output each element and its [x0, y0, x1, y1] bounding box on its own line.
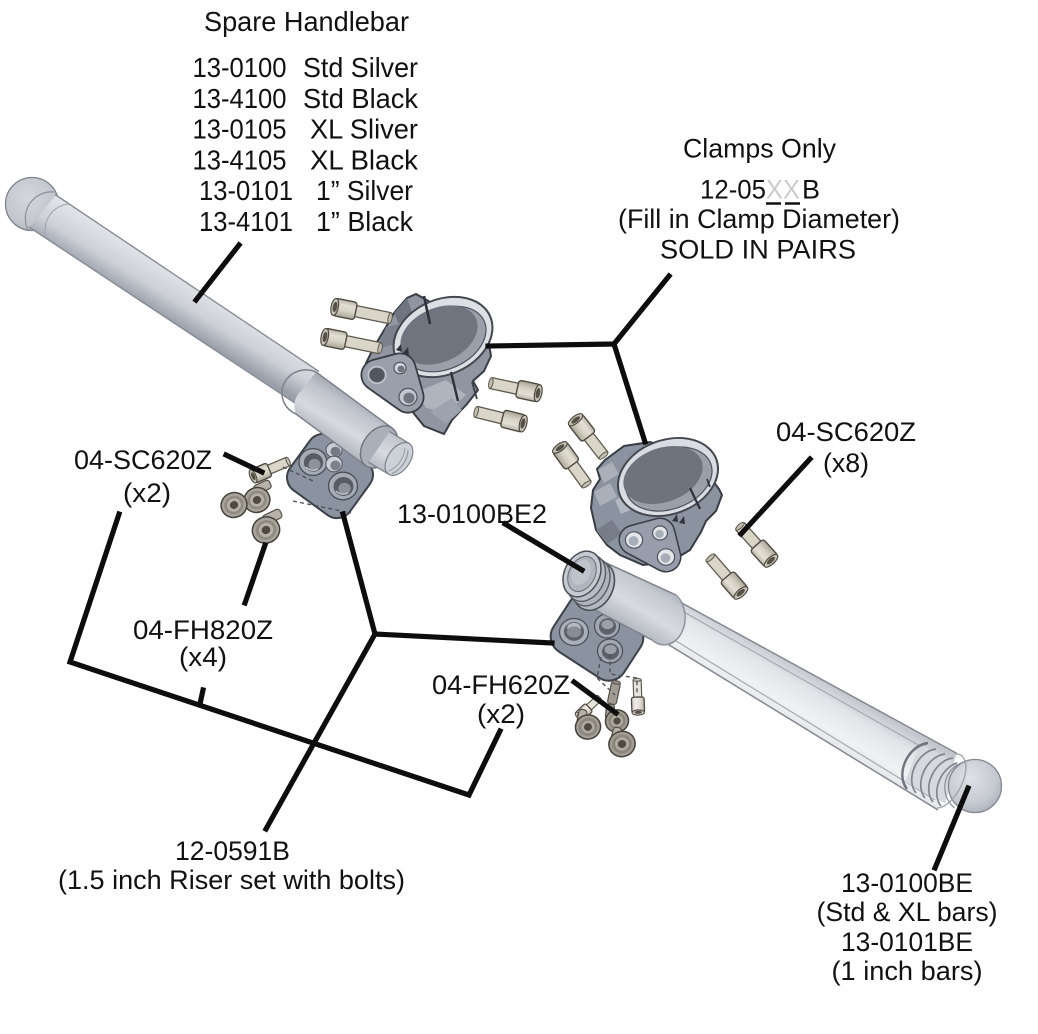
svg-text:(1.5 inch Riser set with bolts: (1.5 inch Riser set with bolts): [58, 865, 405, 895]
svg-text:(x8): (x8): [823, 448, 869, 478]
svg-text:XL Black: XL Black: [310, 144, 419, 175]
svg-text:04-FH620Z: 04-FH620Z: [432, 670, 570, 700]
svg-text:12-0591B: 12-0591B: [175, 836, 290, 866]
svg-text:(x2): (x2): [123, 478, 171, 508]
svg-text:1” Black: 1” Black: [316, 206, 414, 237]
svg-text:(x2): (x2): [477, 699, 525, 729]
svg-text:Std Black: Std Black: [303, 83, 419, 114]
svg-text:13-0100BE: 13-0100BE: [841, 868, 973, 898]
svg-text:04-FH820Z: 04-FH820Z: [133, 615, 273, 645]
svg-text:(Std & XL bars): (Std & XL bars): [817, 897, 998, 927]
svg-text:XL Sliver: XL Sliver: [310, 114, 418, 145]
svg-text:(1 inch bars): (1 inch bars): [832, 956, 983, 986]
svg-text:13-4105: 13-4105: [193, 144, 287, 175]
svg-text:(Fill in Clamp Diameter): (Fill in Clamp Diameter): [618, 204, 900, 234]
svg-text:13-4101: 13-4101: [199, 206, 293, 237]
svg-text:12-05: 12-05: [700, 175, 766, 205]
svg-text:13-0101: 13-0101: [199, 175, 293, 206]
svg-text:13-0100BE2: 13-0100BE2: [397, 499, 547, 529]
svg-text:Clamps Only: Clamps Only: [683, 134, 836, 164]
svg-text:13-0105: 13-0105: [193, 114, 287, 145]
svg-text:1” Silver: 1” Silver: [316, 175, 413, 206]
svg-text:13-0100: 13-0100: [193, 52, 287, 83]
svg-text:04-SC620Z: 04-SC620Z: [74, 445, 212, 475]
svg-text:Spare Handlebar: Spare Handlebar: [204, 6, 409, 37]
svg-text:13-4100: 13-4100: [193, 83, 287, 114]
svg-text:B: B: [802, 175, 820, 205]
svg-text:13-0101BE: 13-0101BE: [841, 927, 973, 957]
svg-text:SOLD IN PAIRS: SOLD IN PAIRS: [660, 235, 856, 265]
svg-text:XX: XX: [766, 175, 800, 205]
svg-text:04-SC620Z: 04-SC620Z: [776, 417, 916, 447]
svg-text:Std Silver: Std Silver: [303, 52, 418, 83]
svg-text:(x4): (x4): [179, 642, 227, 672]
